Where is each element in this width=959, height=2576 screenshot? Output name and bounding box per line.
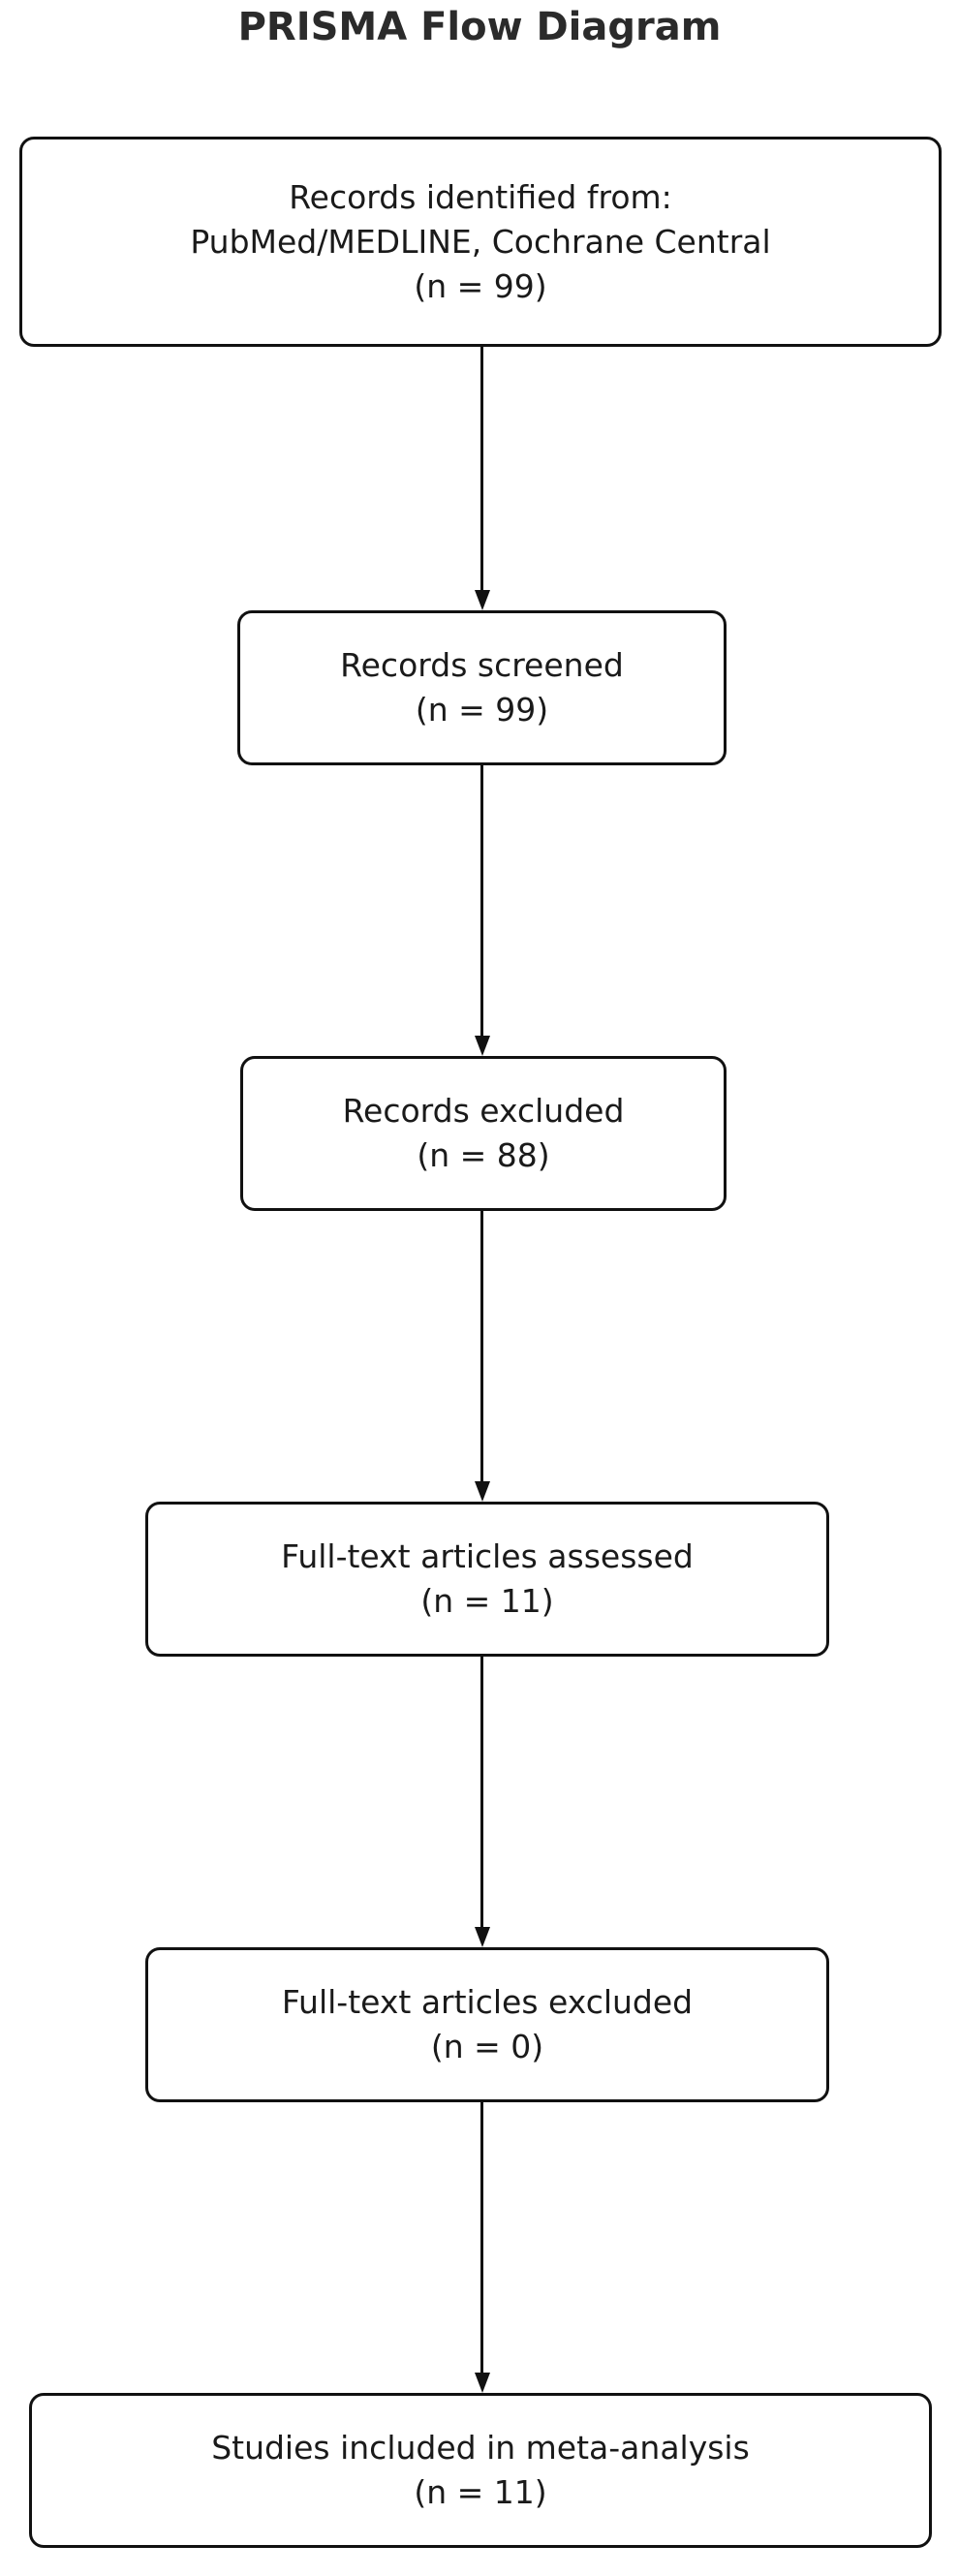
arrow-shaft: [480, 765, 483, 1037]
arrow-fulltext-assessed-to-fulltext-excluded: [475, 1657, 490, 1947]
flow-box-records-identified-label: Records identified from: PubMed/MEDLINE,…: [190, 177, 771, 305]
arrow-records-excluded-to-fulltext-assessed: [475, 1211, 490, 1502]
arrow-shaft: [480, 1657, 483, 1928]
flow-box-fulltext-articles-excluded-label: Full-text articles excluded (n = 0): [281, 1983, 694, 2065]
flow-box-fulltext-articles-assessed-label: Full-text articles assessed (n = 11): [281, 1537, 694, 1620]
arrow-head-icon: [475, 1927, 490, 1947]
arrow-fulltext-excluded-to-included: [475, 2102, 490, 2393]
arrow-head-icon: [475, 2373, 490, 2393]
arrow-shaft: [480, 347, 483, 591]
flow-box-records-excluded: Records excluded (n = 88): [240, 1056, 727, 1211]
flow-box-records-screened-label: Records screened (n = 99): [340, 646, 624, 729]
arrow-shaft: [480, 1211, 483, 1482]
arrow-shaft: [480, 2102, 483, 2374]
arrow-identified-to-screened: [475, 347, 490, 610]
flow-box-studies-included-label: Studies included in meta-analysis (n = 1…: [211, 2429, 750, 2511]
flow-box-records-identified: Records identified from: PubMed/MEDLINE,…: [19, 137, 942, 347]
arrow-screened-to-records-excluded: [475, 765, 490, 1056]
flow-box-fulltext-articles-assessed: Full-text articles assessed (n = 11): [145, 1502, 829, 1657]
flow-box-studies-included: Studies included in meta-analysis (n = 1…: [29, 2393, 932, 2548]
arrow-head-icon: [475, 1036, 490, 1056]
arrow-head-icon: [475, 590, 490, 610]
arrow-head-icon: [475, 1481, 490, 1502]
flow-box-fulltext-articles-excluded: Full-text articles excluded (n = 0): [145, 1947, 829, 2102]
flow-box-records-screened: Records screened (n = 99): [237, 610, 727, 765]
page-title: PRISMA Flow Diagram: [237, 5, 722, 49]
flow-box-records-excluded-label: Records excluded (n = 88): [342, 1092, 625, 1174]
